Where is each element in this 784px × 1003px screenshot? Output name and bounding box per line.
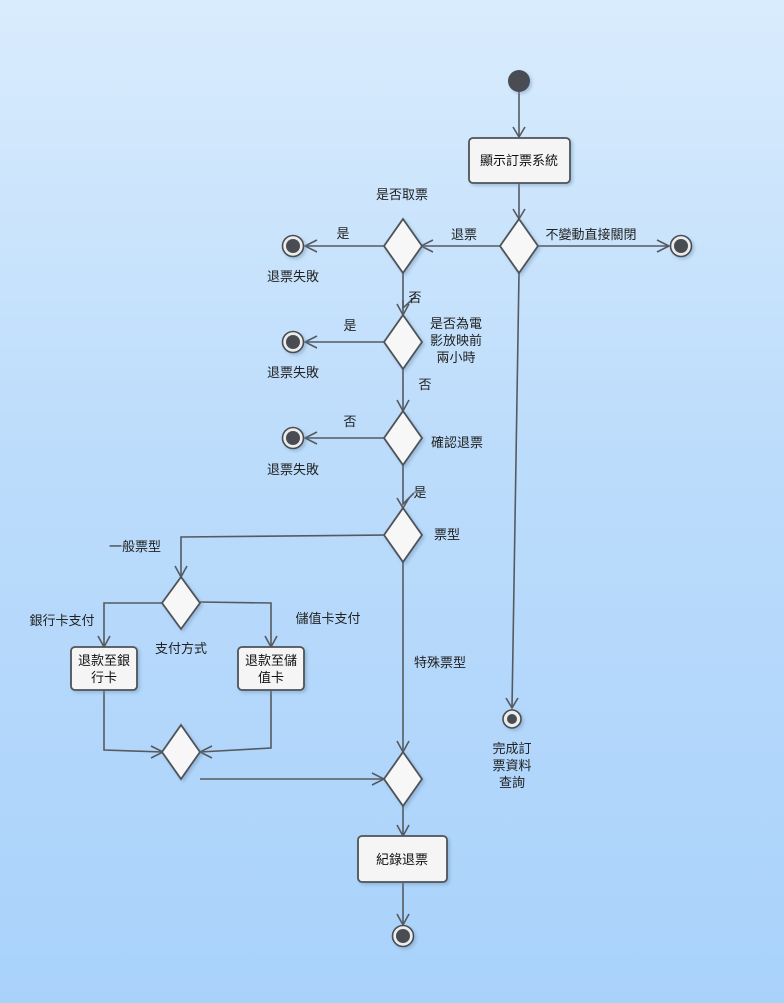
merge-payment bbox=[160, 723, 202, 781]
action-refund-stored: 退款至儲 值卡 bbox=[237, 646, 305, 691]
arrowhead bbox=[303, 431, 318, 445]
action-refund-bank-line1: 退款至銀 bbox=[78, 654, 130, 669]
flow-final-query-done-line3: 查詢 bbox=[499, 775, 525, 791]
decision-is-picked-label: 是否取票 bbox=[376, 188, 428, 203]
final-refund-fail-2-label: 退票失敗 bbox=[267, 366, 319, 381]
action-show-system: 顯示訂票系統 bbox=[468, 137, 571, 184]
arrowhead bbox=[512, 126, 526, 139]
guard-picked-no: 否 bbox=[408, 291, 421, 306]
edge-confirm-yes bbox=[402, 465, 415, 506]
final-refund-fail-1-label: 退票失敗 bbox=[267, 270, 319, 285]
decision-confirm-refund bbox=[382, 409, 424, 467]
guard-confirm-no: 否 bbox=[343, 415, 356, 430]
flow-final-query-done bbox=[502, 709, 522, 729]
action-show-system-label: 顯示訂票系統 bbox=[480, 153, 558, 169]
arrowhead bbox=[303, 239, 318, 253]
final-refund-fail-1 bbox=[281, 234, 305, 258]
edge-bank bbox=[103, 602, 163, 647]
edge-stored bbox=[199, 601, 272, 647]
initial-node bbox=[508, 70, 530, 92]
decision-is-picked bbox=[382, 217, 424, 275]
arrowhead bbox=[303, 335, 318, 349]
guard-confirm-yes: 是 bbox=[413, 486, 426, 501]
guard-hours-no: 否 bbox=[418, 378, 431, 393]
guard-close-without-change: 不變動直接關閉 bbox=[545, 227, 636, 243]
final-refund-fail-3-label: 退票失敗 bbox=[267, 463, 319, 478]
edge-to-query-final bbox=[511, 272, 520, 709]
final-close bbox=[669, 234, 693, 258]
decision-before-two-hours-line1: 是否為電 bbox=[430, 316, 482, 332]
decision-payment-method-label: 支付方式 bbox=[155, 641, 207, 657]
decision-confirm-refund-label: 確認退票 bbox=[431, 435, 483, 451]
edges bbox=[97, 92, 671, 927]
decision-payment-method bbox=[160, 575, 202, 631]
guard-stored-card: 儲值卡支付 bbox=[295, 611, 360, 627]
guard-special-ticket: 特殊票型 bbox=[414, 656, 466, 671]
action-record-refund: 紀錄退票 bbox=[357, 835, 448, 883]
action-refund-stored-line2: 值卡 bbox=[258, 670, 284, 686]
decision-before-two-hours bbox=[382, 313, 424, 371]
action-refund-stored-line1: 退款至儲 bbox=[245, 654, 297, 669]
decision-ticket-type-label: 票型 bbox=[434, 528, 460, 543]
edge-bank-merge bbox=[103, 690, 164, 753]
action-refund-bank: 退款至銀 行卡 bbox=[70, 646, 138, 691]
final-activity-end bbox=[391, 924, 415, 948]
edge-stored-merge bbox=[199, 690, 272, 753]
decision-ticket-type bbox=[382, 506, 424, 564]
final-refund-fail-2 bbox=[281, 330, 305, 354]
arrowhead bbox=[505, 697, 519, 710]
guard-hours-yes: 是 bbox=[343, 319, 356, 334]
decision-main bbox=[498, 217, 540, 275]
guard-picked-yes: 是 bbox=[336, 227, 349, 242]
arrowhead bbox=[656, 239, 671, 253]
flow-final-query-done-line2: 票資料 bbox=[492, 759, 531, 774]
action-record-refund-label: 紀錄退票 bbox=[376, 853, 428, 868]
action-refund-bank-line2: 行卡 bbox=[91, 671, 117, 686]
guard-bank-card: 銀行卡支付 bbox=[29, 614, 94, 629]
guard-general-ticket: 一般票型 bbox=[109, 539, 161, 555]
final-refund-fail-3 bbox=[281, 426, 305, 450]
flow-final-query-done-line1: 完成訂 bbox=[492, 741, 531, 757]
decision-before-two-hours-line3: 兩小時 bbox=[436, 351, 475, 366]
decision-before-two-hours-line2: 影放映前 bbox=[430, 333, 482, 349]
merge-main bbox=[382, 750, 424, 808]
guard-refund: 退票 bbox=[451, 228, 477, 243]
edge-general-ticket bbox=[180, 534, 385, 577]
